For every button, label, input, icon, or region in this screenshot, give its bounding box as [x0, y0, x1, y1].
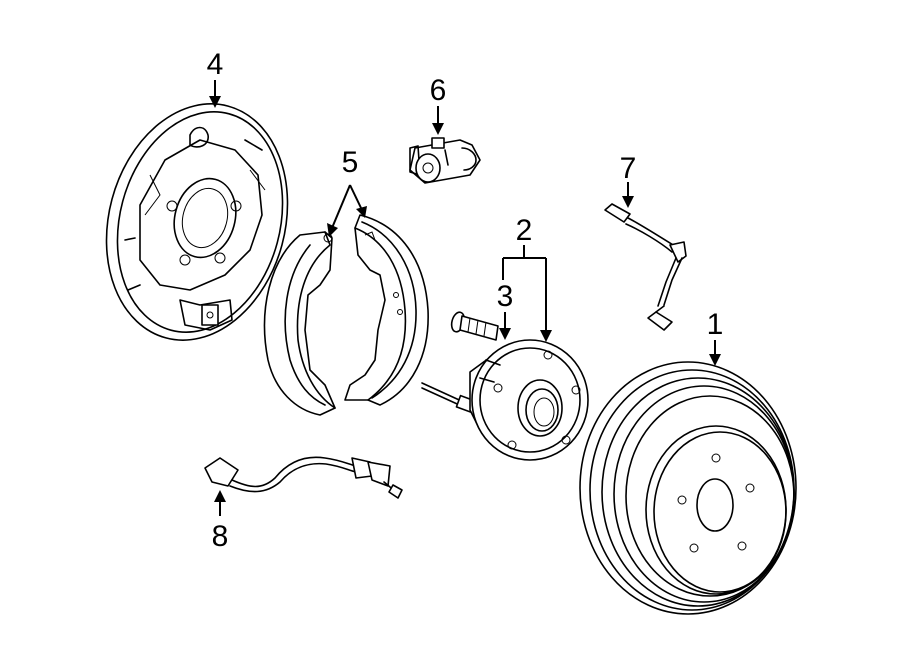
- callout-1: 1: [707, 308, 724, 341]
- wheel-cylinder: [409, 137, 481, 184]
- callout-2: 2: [516, 214, 533, 247]
- callout-4: 4: [207, 48, 224, 81]
- abs-sensor-cable-lower: [204, 456, 403, 499]
- callout-6: 6: [430, 74, 447, 107]
- abs-sensor-cable-upper: [604, 203, 687, 331]
- callout-8: 8: [212, 520, 229, 553]
- brake-shoes: [263, 214, 429, 416]
- backing-plate: [105, 103, 289, 341]
- wheel-stud: [450, 311, 499, 341]
- callout-5: 5: [342, 146, 359, 179]
- callout-7: 7: [620, 152, 637, 185]
- callout-3: 3: [497, 280, 514, 313]
- hub-bearing: [421, 339, 589, 461]
- brake-drum: [579, 361, 797, 615]
